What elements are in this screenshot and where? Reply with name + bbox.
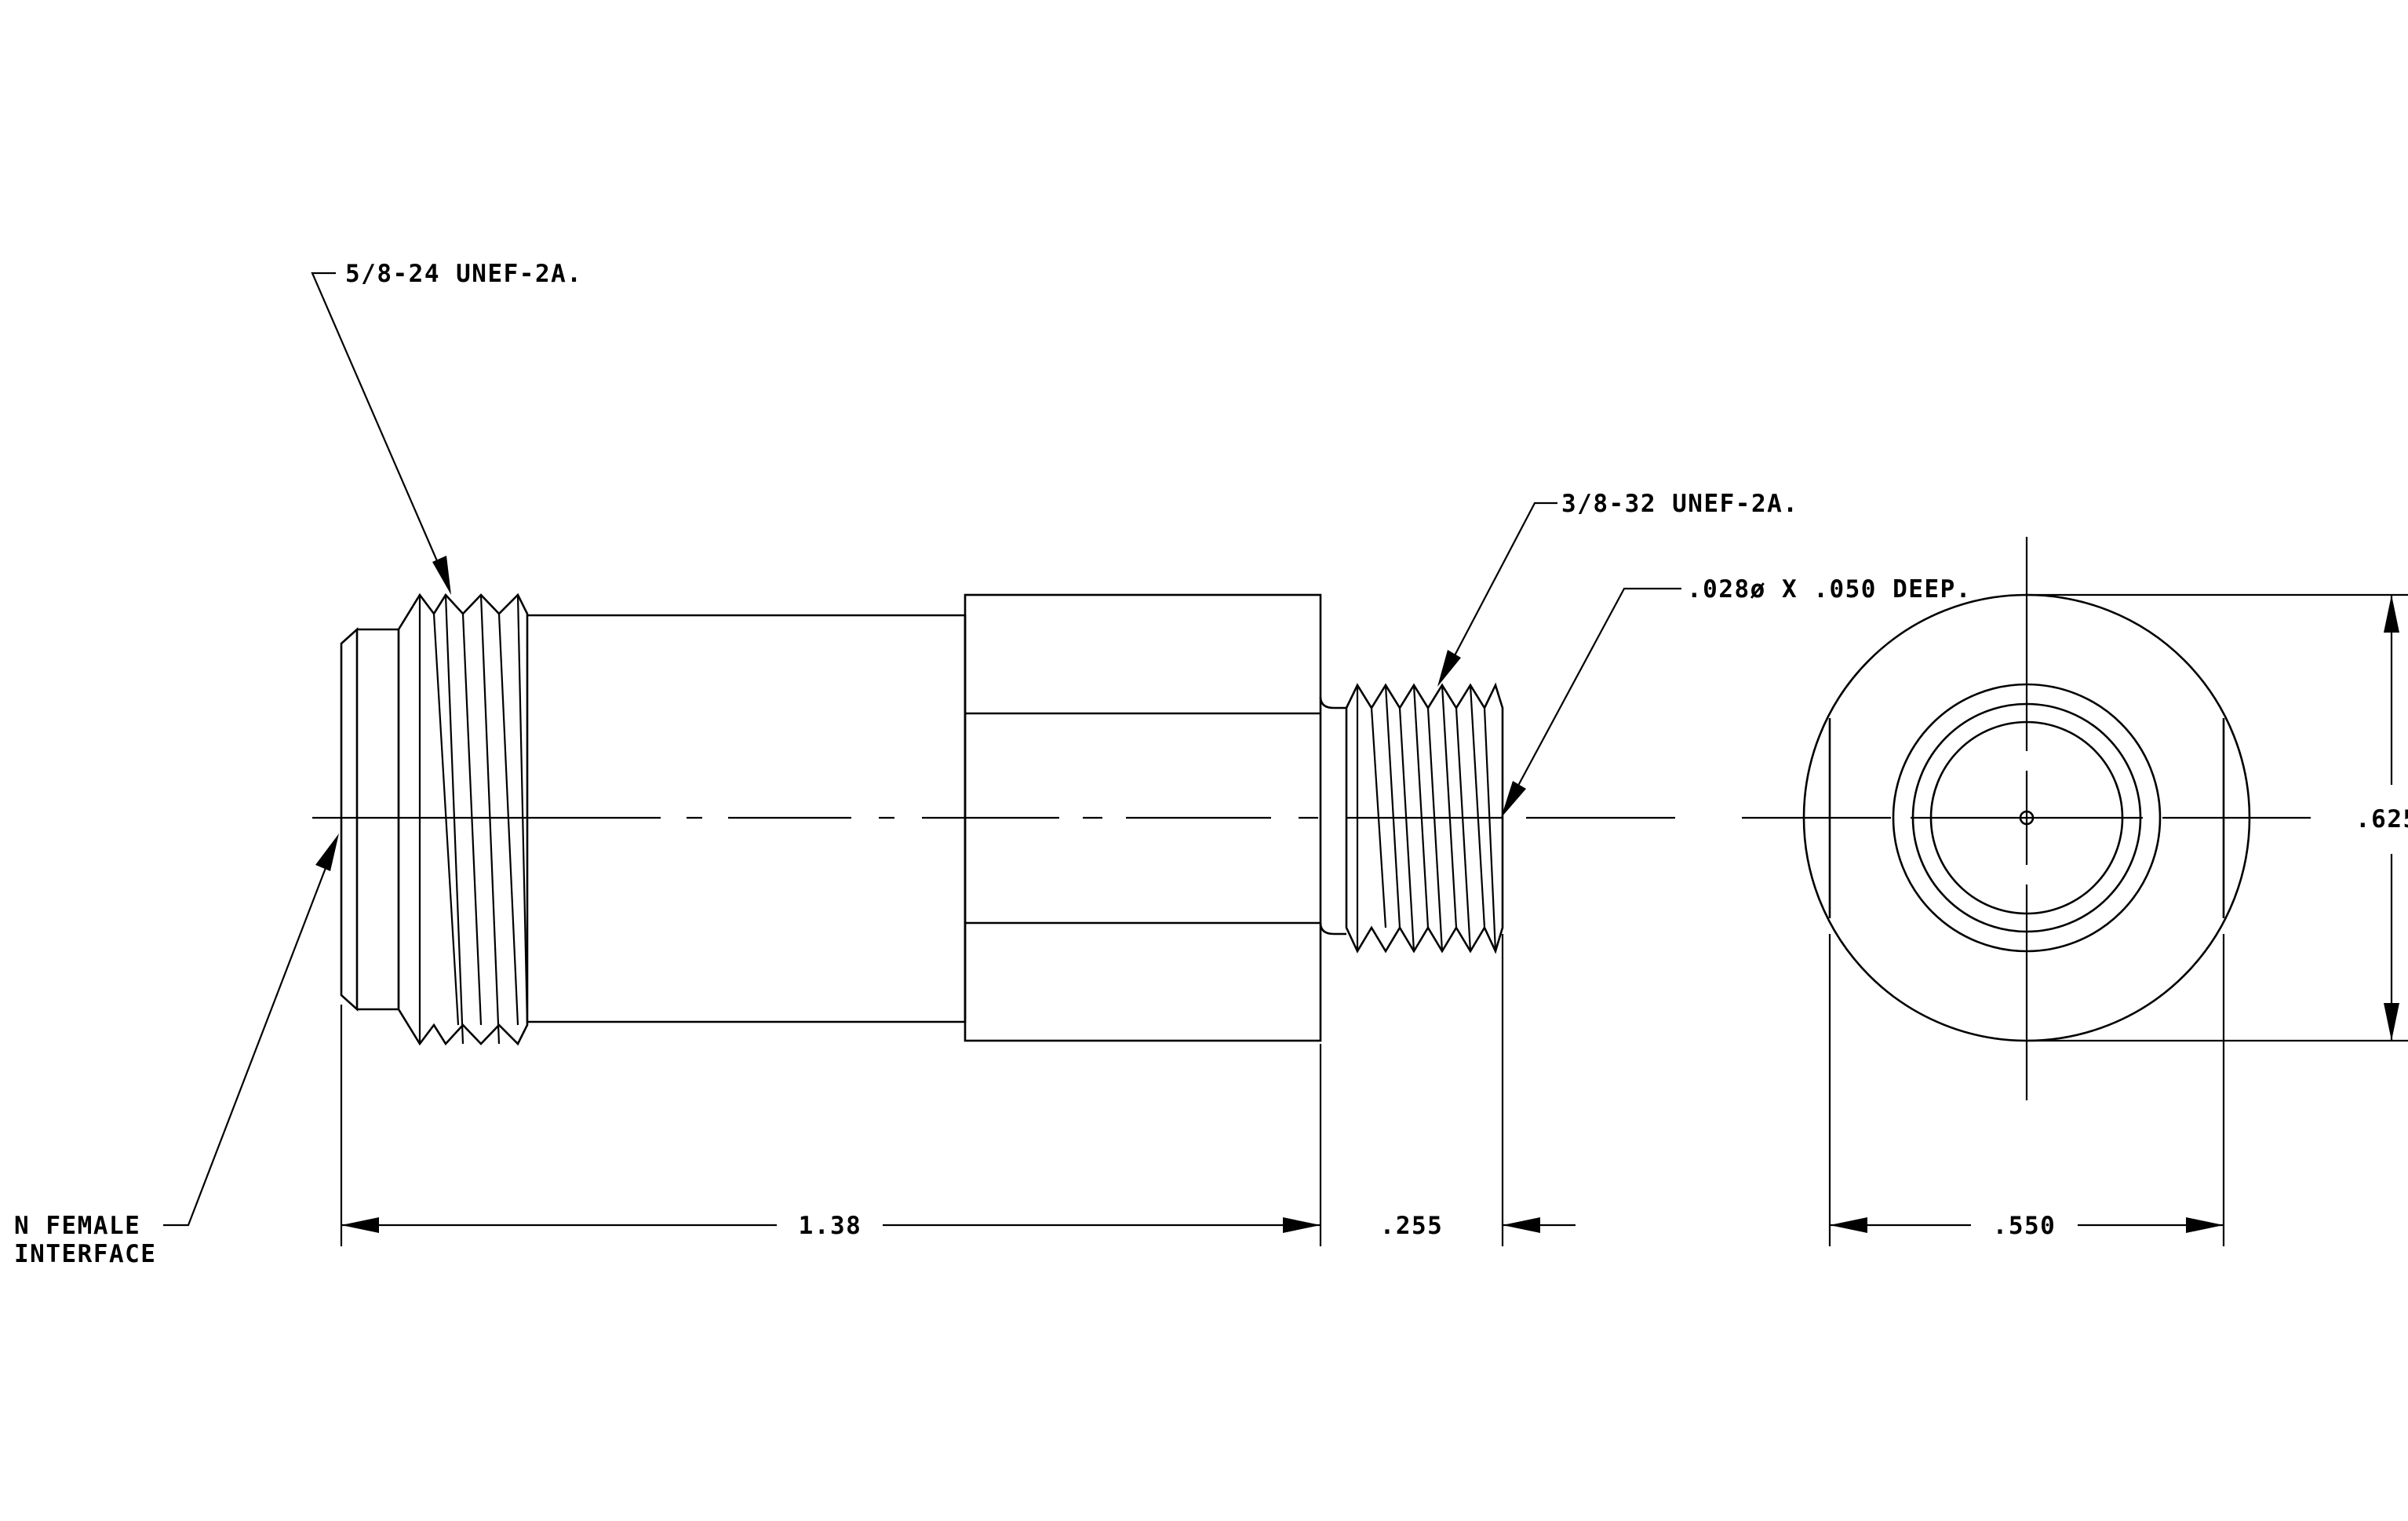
end-view	[1742, 537, 2311, 1100]
dim-hex-flat-label: .550	[1993, 1212, 2056, 1240]
undercut	[1319, 696, 1346, 936]
interface-label-line2: INTERFACE	[14, 1240, 156, 1268]
thread-large-label: 5/8-24 UNEF-2A.	[345, 260, 582, 288]
thread-small-label: 3/8-32 UNEF-2A.	[1561, 490, 1798, 518]
large-thread	[397, 593, 529, 1046]
leader-notes: 5/8-24 UNEF-2A. 3/8-32 UNEF-2A. .028ø X …	[14, 260, 1972, 1268]
dim-overall-length-label: 1.38	[799, 1212, 862, 1240]
dim-outer-diameter-label: .625	[2355, 805, 2408, 833]
dim-small-thread-length-label: .255	[1380, 1212, 1444, 1240]
dim-outer-diameter: .625	[2355, 595, 2408, 1041]
interface-nose	[340, 627, 399, 1012]
end-centerline	[1742, 537, 2311, 1100]
dim-overall-length: 1.38	[341, 1212, 1321, 1240]
interface-label-line1: N FEMALE	[14, 1212, 140, 1240]
drill-note-label: .028ø X .050 DEEP.	[1687, 575, 1972, 604]
dimensions: 1.38 .255 .550 .625	[340, 593, 2408, 1246]
side-view	[312, 593, 1675, 1046]
dim-hex-flat: .550	[1830, 1212, 2224, 1240]
dim-small-thread-length: .255	[1380, 1212, 1576, 1240]
